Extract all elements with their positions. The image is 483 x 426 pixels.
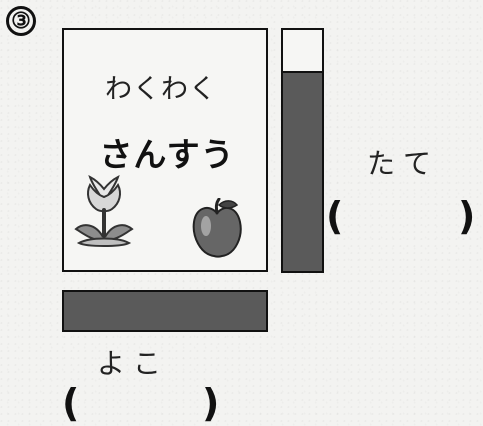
book-cover: わくわく さんすう (62, 28, 268, 272)
apple-icon (192, 198, 242, 258)
height-measure-fill (283, 70, 322, 271)
book-title-line2: さんすう (99, 135, 235, 174)
height-label: たて (367, 147, 440, 180)
problem-number-badge: ③ (6, 6, 36, 36)
width-answer-open-paren: ( (62, 381, 80, 425)
book-title-line1: わくわく (105, 74, 217, 105)
width-answer-close-paren: ) (202, 381, 220, 425)
height-measure-bar (281, 28, 324, 273)
height-answer-open-paren: ( (326, 194, 344, 238)
tulip-icon (74, 175, 134, 247)
width-measure-bar (62, 290, 268, 332)
height-answer-close-paren: ) (458, 194, 476, 238)
width-label: よこ (97, 347, 170, 380)
